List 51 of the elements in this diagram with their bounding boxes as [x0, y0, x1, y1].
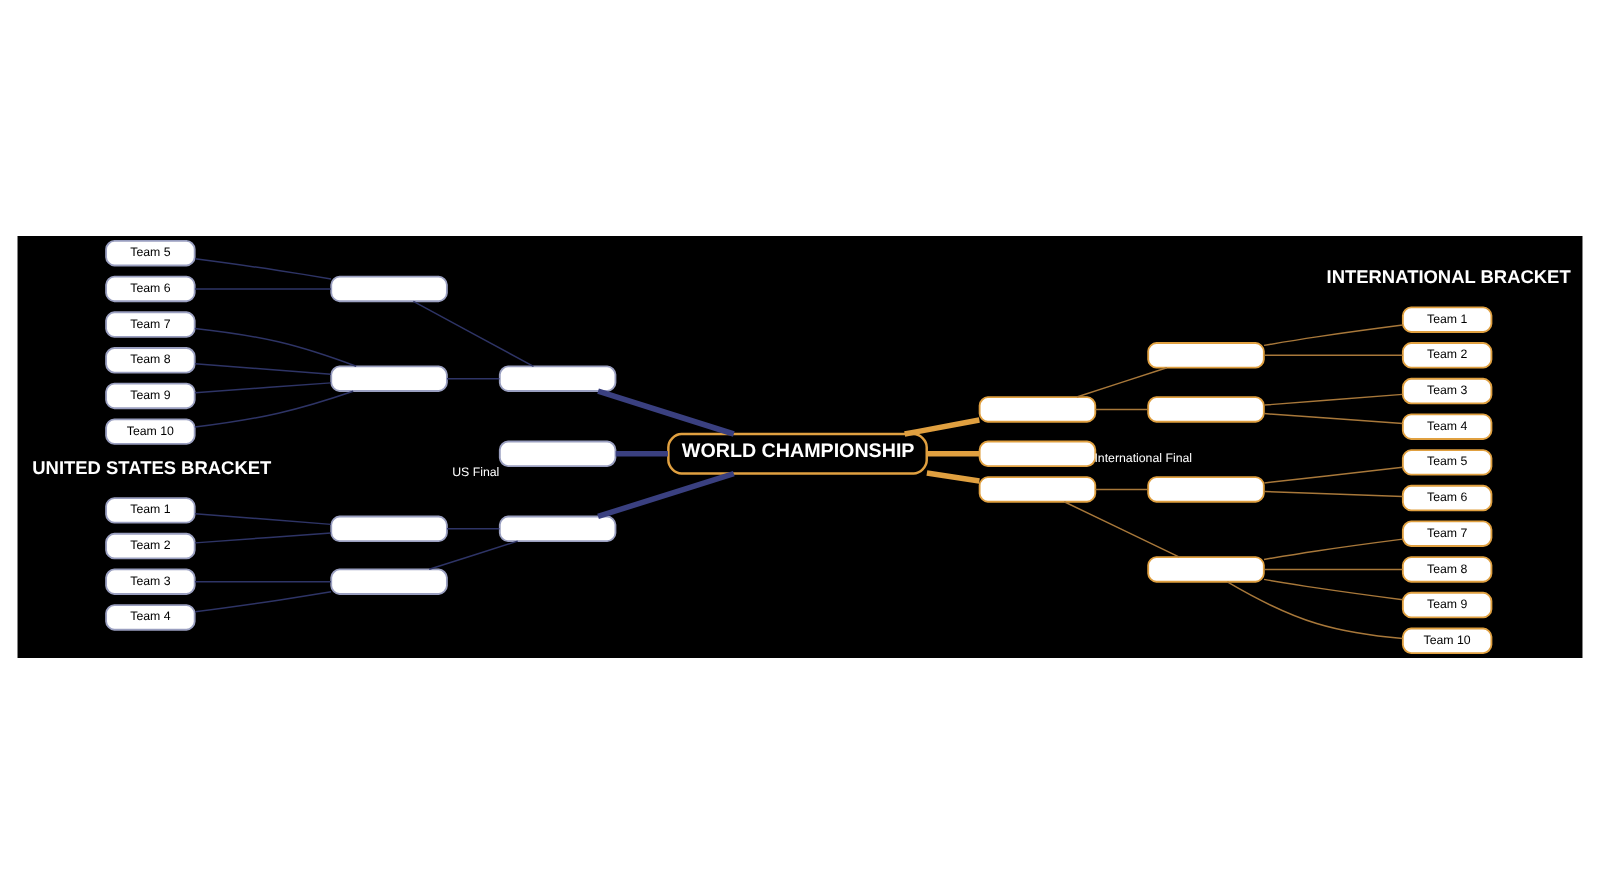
connector	[1263, 578, 1404, 601]
connector	[194, 382, 332, 394]
connector	[1263, 538, 1404, 561]
node-box	[498, 365, 617, 392]
connector	[597, 470, 735, 520]
node-box	[498, 440, 617, 467]
connector	[194, 362, 332, 375]
connector	[1263, 490, 1404, 498]
connector	[1263, 393, 1404, 406]
connector	[194, 288, 332, 290]
node-box	[1147, 342, 1265, 369]
label: UNITED STATES BRACKET	[32, 458, 272, 479]
connector	[926, 470, 980, 484]
connector	[194, 581, 332, 583]
node-box	[978, 440, 1097, 467]
connector	[194, 590, 332, 613]
connector	[926, 451, 980, 457]
node-box	[1147, 556, 1265, 583]
connector	[1263, 354, 1404, 357]
connector	[194, 258, 332, 280]
node-box: WORLD CHAMPIONSHIP	[667, 432, 928, 475]
node-box	[330, 275, 448, 303]
node-box	[330, 568, 448, 595]
connector	[904, 417, 980, 437]
connector	[194, 513, 332, 526]
connector	[194, 327, 357, 367]
connector	[428, 540, 519, 571]
node-box	[978, 396, 1097, 423]
connector	[1076, 366, 1168, 398]
connector	[1263, 412, 1404, 425]
label: INTERNATIONAL BRACKET	[1326, 267, 1571, 288]
connector	[1226, 581, 1404, 640]
connector	[194, 532, 332, 544]
connector	[1263, 568, 1404, 571]
connector	[1263, 466, 1404, 484]
connector	[597, 388, 735, 437]
node-box	[1147, 476, 1265, 503]
node-box	[330, 515, 448, 543]
connector	[194, 390, 354, 428]
node-box	[498, 515, 617, 543]
node-box	[1147, 396, 1265, 423]
connector	[1263, 324, 1404, 347]
connector	[615, 451, 668, 457]
connector	[446, 528, 501, 530]
connector	[1063, 501, 1180, 558]
node-box	[330, 365, 448, 392]
connector	[412, 300, 535, 368]
connector	[1094, 488, 1149, 491]
connector	[1094, 408, 1149, 411]
node-box	[978, 476, 1097, 503]
connector	[446, 378, 501, 380]
